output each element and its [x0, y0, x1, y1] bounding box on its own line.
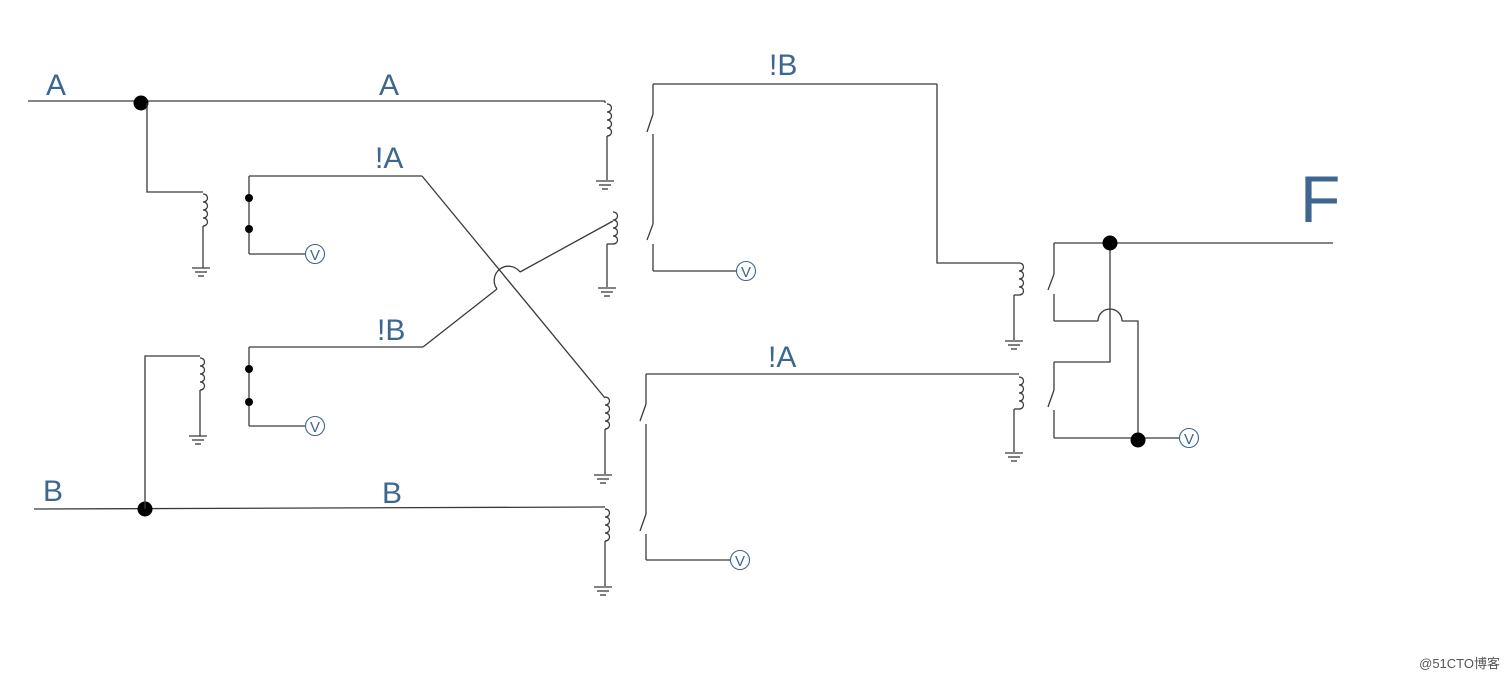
meter-not-a: V [304, 243, 326, 265]
svg-text:V: V [1184, 431, 1194, 448]
svg-text:V: V [310, 419, 320, 436]
meter-not-b: V [304, 415, 326, 437]
wire-not-b-diagonal [422, 220, 614, 348]
relay-top-not-b-coil [597, 211, 619, 297]
meter-a-and-not-b: V [735, 260, 757, 282]
relay-bottom-contacts [639, 373, 1019, 561]
label-output-f: F [1300, 162, 1340, 236]
inverter-a-coil [146, 103, 211, 277]
label-wire-b: B [382, 477, 402, 510]
label-wire-not-b-mid: !B [377, 314, 405, 347]
label-wire-a: A [379, 69, 399, 102]
watermark: @51CTO博客 [1419, 656, 1500, 671]
svg-text:V: V [310, 247, 320, 264]
junction-a [133, 95, 149, 111]
label-input-a: A [46, 69, 66, 102]
relay-top-a-coil [595, 103, 615, 190]
or-stage-contacts [1047, 242, 1333, 439]
inverter-b-contact [245, 346, 423, 427]
relay-top-contacts [646, 83, 1019, 272]
input-a-line [28, 100, 606, 103]
label-wire-not-a-top: !A [375, 142, 403, 175]
label-wire-not-b-top: !B [769, 49, 797, 82]
junction-or [1130, 432, 1146, 448]
input-b-line [33, 506, 606, 510]
svg-text:V: V [741, 264, 751, 281]
wire-not-a-diagonal [421, 175, 606, 399]
inverter-b-coil [144, 355, 208, 509]
relay-right-bottom-coil [1004, 376, 1025, 462]
relay-bottom-b-coil [593, 508, 613, 596]
meter-output-f: V [1178, 427, 1200, 449]
label-input-b: B [43, 475, 63, 508]
junction-output [1102, 235, 1118, 251]
meter-not-a-and-b: V [729, 549, 751, 571]
svg-text:V: V [735, 553, 745, 570]
label-wire-not-a-bottom: !A [768, 341, 796, 374]
relay-right-top-coil [1004, 262, 1025, 350]
inverter-a-contact [245, 175, 422, 255]
relay-bottom-not-a-coil [593, 396, 613, 484]
